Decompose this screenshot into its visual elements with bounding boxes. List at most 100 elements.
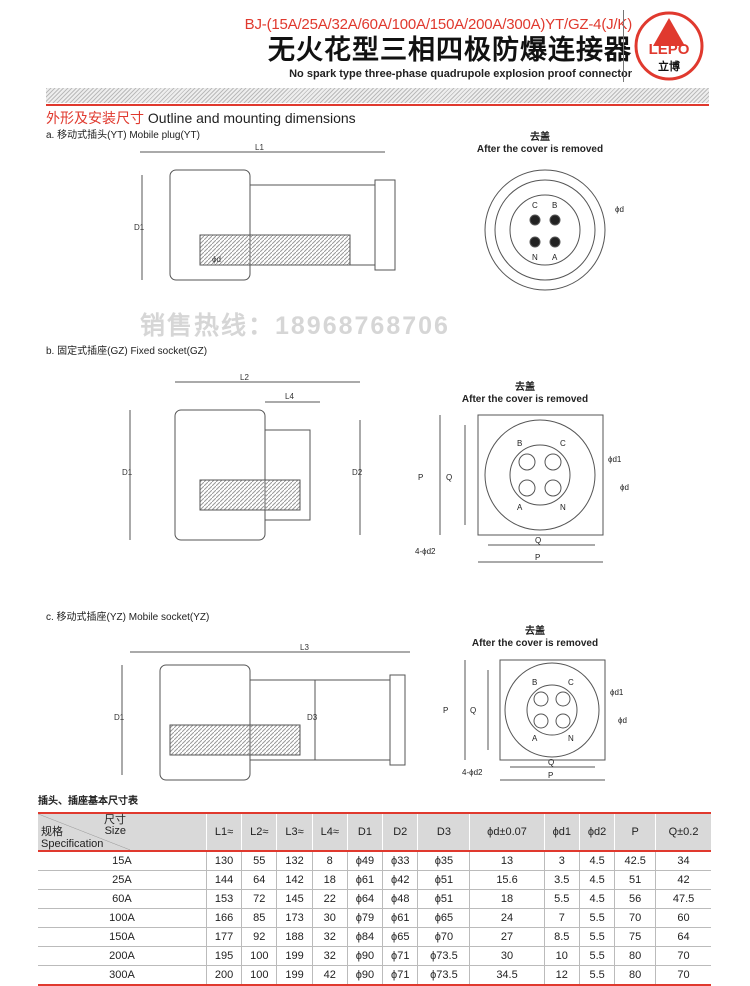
value-cell: 42	[655, 870, 711, 890]
value-cell: 34.5	[469, 965, 545, 986]
value-cell: 32	[312, 946, 348, 966]
svg-text:ϕd1: ϕd1	[610, 688, 624, 697]
value-cell: 4.5	[579, 870, 616, 890]
value-cell: 42.5	[614, 851, 657, 871]
value-cell: 144	[206, 870, 243, 890]
column-header: D1	[347, 813, 384, 852]
svg-text:B: B	[517, 439, 522, 448]
value-cell: 75	[614, 927, 657, 947]
svg-text:L4: L4	[285, 392, 294, 401]
value-cell: 3	[544, 851, 580, 871]
svg-text:ϕd: ϕd	[615, 205, 624, 214]
value-cell: ϕ90	[347, 946, 384, 966]
column-header: D2	[382, 813, 419, 852]
value-cell: 166	[206, 908, 243, 928]
value-cell: 13	[469, 851, 545, 871]
value-cell: ϕ73.5	[417, 965, 471, 986]
value-cell: 130	[206, 851, 243, 871]
svg-text:D2: D2	[352, 468, 363, 477]
value-cell: 18	[312, 870, 348, 890]
svg-text:L3: L3	[300, 643, 309, 652]
column-header: D3	[417, 813, 471, 852]
value-cell: ϕ33	[382, 851, 419, 871]
value-cell: 5.5	[579, 946, 616, 966]
svg-text:N: N	[532, 253, 538, 262]
value-cell: ϕ61	[382, 908, 419, 928]
svg-text:C: C	[532, 201, 538, 210]
value-cell: 100	[241, 946, 278, 966]
value-cell: 60	[655, 908, 711, 928]
value-cell: ϕ48	[382, 889, 419, 909]
svg-text:P: P	[548, 771, 553, 780]
drawing-b-label: b. 固定式插座(GZ) Fixed socket(GZ)	[46, 346, 208, 357]
value-cell: ϕ73.5	[417, 946, 471, 966]
svg-text:4-ϕd2: 4-ϕd2	[415, 547, 436, 556]
value-cell: 188	[276, 927, 313, 947]
spec-cell: 100A	[38, 908, 207, 928]
value-cell: ϕ71	[382, 965, 419, 986]
value-cell: 42	[312, 965, 348, 986]
value-cell: 200	[206, 965, 243, 986]
model-number: BJ-(15A/25A/32A/60A/100A/150A/200A/300A)…	[244, 16, 633, 33]
value-cell: 199	[276, 946, 313, 966]
value-cell: ϕ90	[347, 965, 384, 986]
value-cell: ϕ35	[417, 851, 471, 871]
svg-text:D3: D3	[307, 713, 318, 722]
value-cell: ϕ64	[347, 889, 384, 909]
logo-text: LEPO	[649, 41, 690, 58]
value-cell: 145	[276, 889, 313, 909]
svg-text:N: N	[568, 734, 574, 743]
svg-text:ϕd: ϕd	[620, 483, 629, 492]
value-cell: 10	[544, 946, 580, 966]
value-cell: ϕ61	[347, 870, 384, 890]
svg-text:A: A	[517, 503, 523, 512]
value-cell: 173	[276, 908, 313, 928]
svg-text:Q: Q	[470, 706, 476, 715]
value-cell: 85	[241, 908, 278, 928]
value-cell: 15.6	[469, 870, 545, 890]
value-cell: 153	[206, 889, 243, 909]
svg-text:A: A	[552, 253, 558, 262]
spec-cell: 200A	[38, 946, 207, 966]
value-cell: 199	[276, 965, 313, 986]
column-header: ϕd2	[579, 813, 616, 852]
value-cell: ϕ49	[347, 851, 384, 871]
spec-cell: 60A	[38, 889, 207, 909]
column-header: ϕd±0.07	[469, 813, 545, 852]
value-cell: 56	[614, 889, 657, 909]
value-cell: 8	[312, 851, 348, 871]
value-cell: 70	[655, 965, 711, 986]
value-cell: 177	[206, 927, 243, 947]
value-cell: 132	[276, 851, 313, 871]
column-header: ϕd1	[544, 813, 580, 852]
drawing-a-label: a. 移动式插头(YT) Mobile plug(YT)	[46, 130, 200, 141]
svg-text:L1: L1	[255, 143, 264, 152]
value-cell: ϕ42	[382, 870, 419, 890]
value-cell: 51	[614, 870, 657, 890]
column-header: P	[614, 813, 657, 852]
title-english: No spark type three-phase quadrupole exp…	[289, 68, 632, 80]
value-cell: 142	[276, 870, 313, 890]
value-cell: 70	[614, 908, 657, 928]
section-title-cn: 外形及安装尺寸	[46, 110, 144, 126]
svg-text:Q: Q	[535, 536, 541, 545]
value-cell: 18	[469, 889, 545, 909]
value-cell: 92	[241, 927, 278, 947]
accent-line	[46, 104, 709, 106]
mobile-socket-side-view: L3 D1 D3	[114, 643, 410, 781]
svg-text:ϕd1: ϕd1	[608, 455, 622, 464]
svg-text:B: B	[532, 678, 537, 687]
value-cell: 4.5	[579, 889, 616, 909]
svg-text:D1: D1	[134, 223, 145, 232]
value-cell: 195	[206, 946, 243, 966]
spec-cell: 150A	[38, 927, 207, 947]
value-cell: 55	[241, 851, 278, 871]
